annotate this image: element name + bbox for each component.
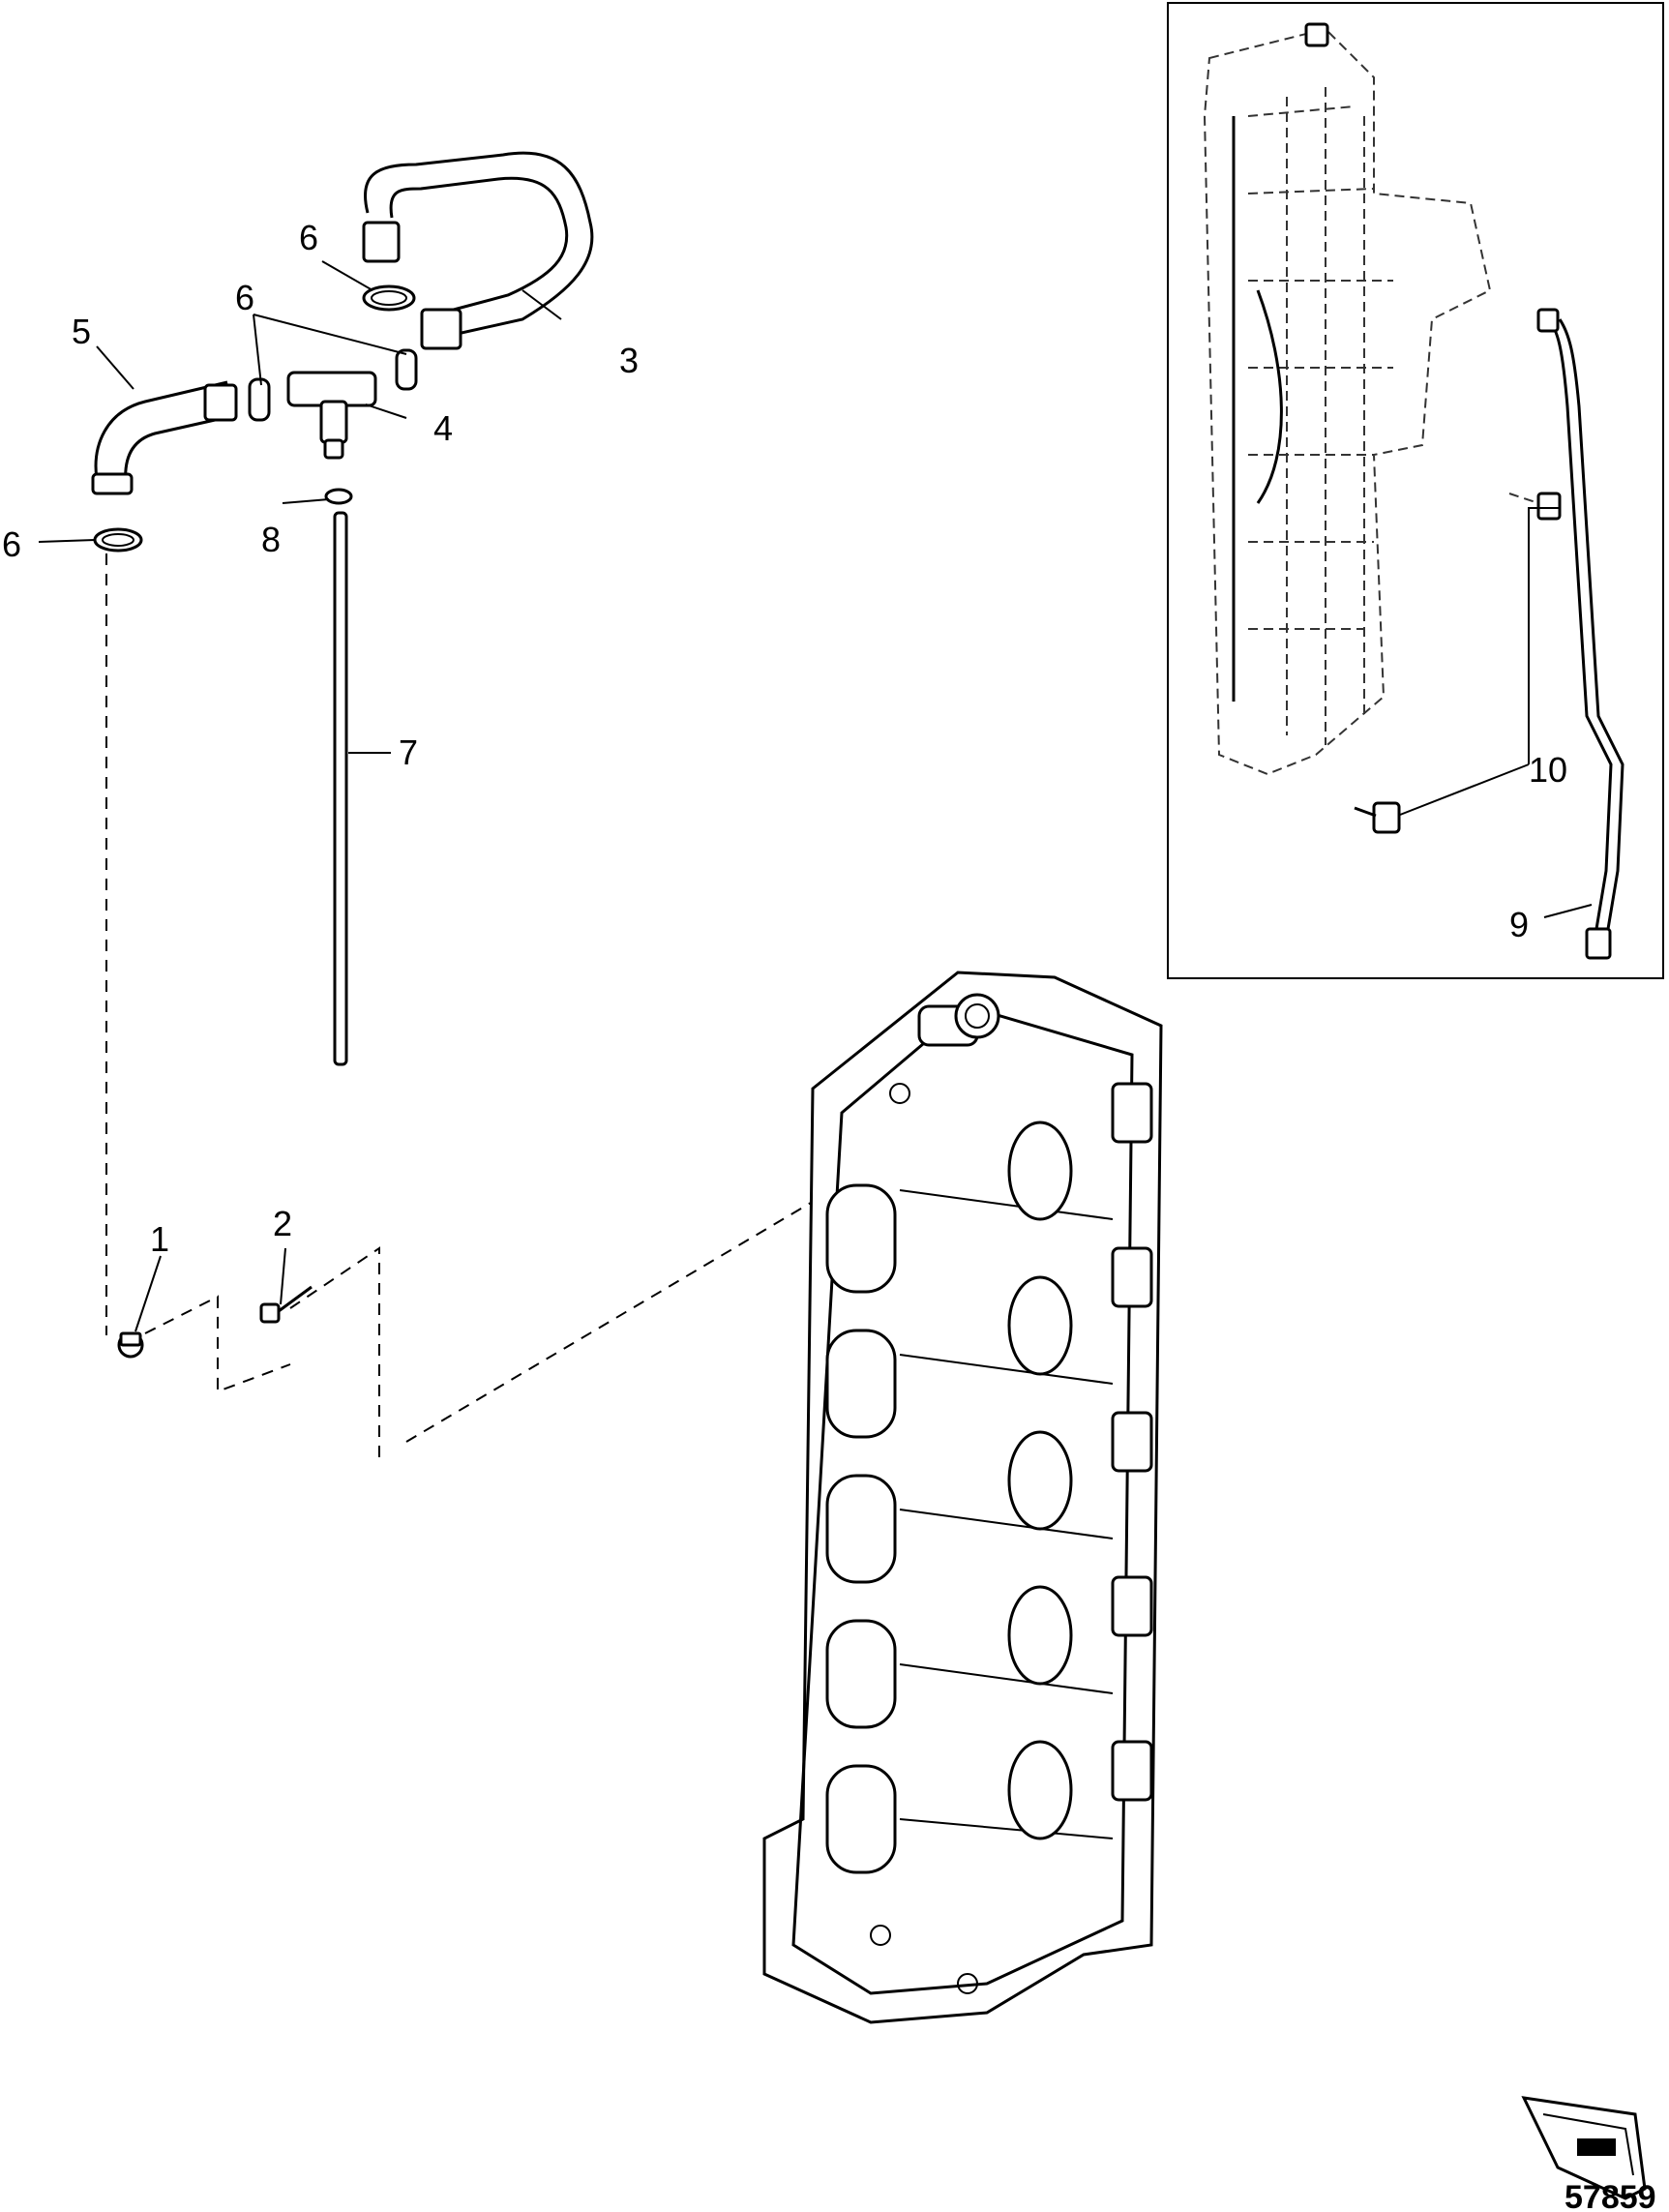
bolt-lower [1354, 801, 1401, 834]
callout-6-lower: 6 [2, 524, 21, 564]
hose-clamp-top [362, 284, 416, 312]
assembly-guides [105, 553, 833, 1461]
long-tube [333, 511, 348, 1066]
tee-fitting [286, 371, 377, 460]
bolt-upper [1508, 492, 1562, 521]
cylinder-head [762, 971, 1163, 2024]
callout-2: 2 [273, 1204, 292, 1243]
inset-detail [1167, 2, 1664, 979]
callout-3: 3 [619, 341, 639, 380]
hose-clamp-lower [93, 527, 143, 553]
hose-clamp-left [248, 377, 271, 422]
callout-6-middle: 6 [235, 278, 254, 317]
leader-lines [38, 260, 1593, 1332]
valve-pockets [1007, 1121, 1073, 1840]
callout-4: 4 [433, 408, 453, 448]
callout-8: 8 [261, 520, 281, 559]
callout-9: 9 [1509, 905, 1529, 944]
plug-fitting [117, 1331, 144, 1359]
callout-labels: 6 6 5 3 4 8 6 7 1 2 10 9 [2, 218, 1567, 1259]
callout-1: 1 [150, 1219, 169, 1259]
hose-clamp-right [395, 348, 418, 391]
callout-10: 10 [1529, 750, 1567, 790]
callout-5: 5 [72, 312, 91, 351]
bolt-fastener [259, 1285, 313, 1324]
upper-hose [362, 151, 594, 350]
outboard-orientation-icon [1521, 2096, 1647, 2200]
elbow-hose [91, 380, 238, 495]
cam-towers [1111, 1082, 1153, 1802]
figure-number: 57859 [1565, 2179, 1656, 2212]
callout-7: 7 [399, 732, 418, 772]
fuel-line [1536, 308, 1624, 960]
callout-6-top: 6 [299, 218, 318, 257]
exhaust-ports [825, 1183, 897, 1874]
small-clamp [324, 488, 353, 505]
